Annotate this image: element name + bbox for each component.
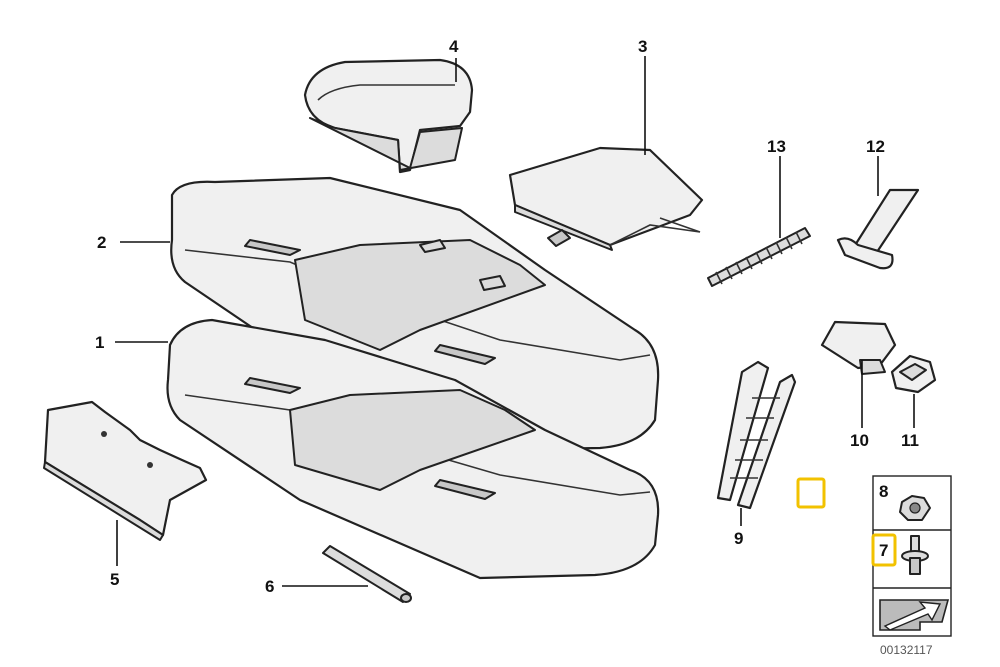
part-7-bolt: [901, 535, 929, 575]
highlight-box-callout-7: [871, 533, 897, 567]
leader-lines: [115, 56, 915, 587]
part-12-strap: [836, 188, 920, 270]
part-10-bracket: [820, 320, 897, 375]
part-6-rod: [322, 545, 412, 603]
part-5-base-panel: [43, 400, 208, 541]
part-3-armrest: [508, 146, 704, 251]
part-2-seat-cushion: [170, 176, 660, 452]
callout-10: 10: [850, 431, 869, 450]
part-1-seat-cushion: [166, 318, 660, 580]
callout-8: 8: [879, 482, 888, 501]
callout-12: 12: [866, 137, 885, 156]
callout-3: 3: [638, 37, 647, 56]
highlight-box-empty: [796, 477, 826, 509]
callout-7: 7: [879, 541, 888, 560]
arrow-symbol-icon: [879, 599, 950, 631]
callout-5: 5: [110, 570, 119, 589]
callout-4: 4: [449, 37, 459, 56]
part-9-frame: [716, 360, 797, 510]
part-4-cushion: [303, 58, 474, 174]
callout-labels: 4 3 2 1 5 6 13 12 10 11 9 8 7: [95, 37, 919, 596]
callout-2: 2: [97, 233, 106, 252]
callout-1: 1: [95, 333, 104, 352]
diagram-code: 00132117: [880, 643, 933, 657]
fastener-panel: [872, 475, 952, 637]
callout-9: 9: [734, 529, 743, 548]
callout-13: 13: [767, 137, 786, 156]
callout-6: 6: [265, 577, 274, 596]
part-13-spring: [707, 227, 811, 287]
callout-11: 11: [901, 431, 919, 450]
part-11-clip: [890, 354, 937, 394]
part-8-nut: [899, 495, 931, 521]
